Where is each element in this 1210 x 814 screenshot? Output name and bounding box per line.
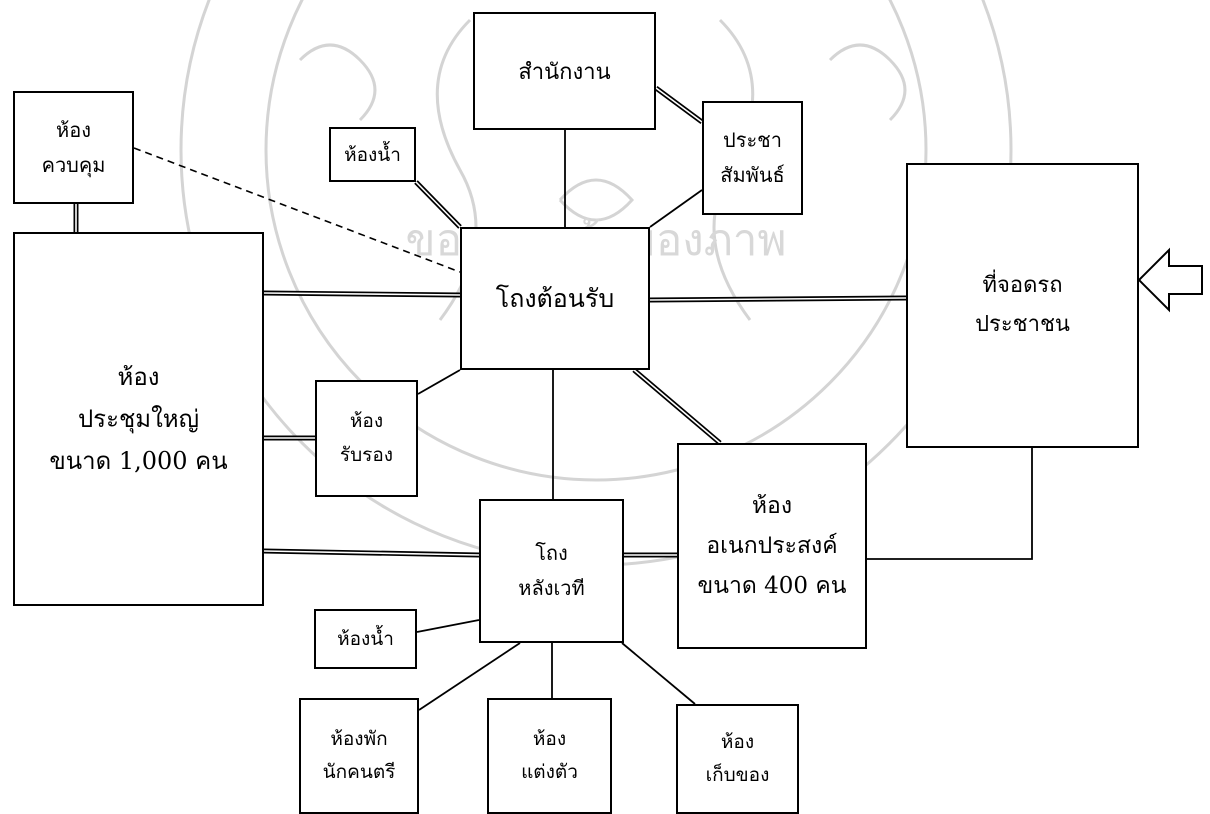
storage-room-box: ห้องเก็บของ bbox=[676, 704, 799, 814]
node-label-line: รับรอง bbox=[339, 443, 394, 466]
link-pr-lobby-line bbox=[649, 189, 703, 228]
node-label-line: นักคนตรี bbox=[322, 761, 396, 783]
lobby-box: โถงต้อนรับ bbox=[460, 227, 650, 370]
link-lobby-reception-line bbox=[417, 369, 461, 395]
node-label-line: ห้องน้ำ bbox=[344, 143, 401, 166]
link-office-pr-double-line-gap bbox=[655, 87, 703, 123]
node-label-line: ห้อง bbox=[751, 492, 793, 519]
link-restroom-lobby-double-line-gap bbox=[415, 181, 461, 228]
node-label-line: แต่งตัว bbox=[521, 761, 578, 783]
node-label-line: ที่จอดรถ bbox=[982, 273, 1063, 298]
node-label-line: ห้อง bbox=[720, 730, 755, 753]
link-lobby-parking-double-line-gap bbox=[649, 297, 907, 301]
link-backstage-storage-line bbox=[621, 642, 696, 705]
node-label-line: ประชา bbox=[723, 128, 782, 152]
node-label-line: ห้อง bbox=[349, 410, 384, 433]
node-label-line: ควบคุม bbox=[41, 152, 106, 177]
public-relations-box: ประชาสัมพันธ์ bbox=[702, 101, 803, 215]
node-label-line: ห้อง bbox=[56, 117, 91, 142]
node-label-line: ขนาด 1,000 คน bbox=[49, 447, 228, 475]
reception-room-box: ห้องรับรอง bbox=[315, 380, 418, 497]
node-label-line: โถง bbox=[535, 541, 568, 565]
node-label-line: ห้อง bbox=[532, 727, 567, 750]
backstage-box: โถงหลังเวที bbox=[479, 499, 624, 643]
dressing-room-box: ห้องแต่งตัว bbox=[487, 698, 612, 814]
musicians-lounge-box: ห้องพักนักคนตรี bbox=[299, 698, 419, 814]
main-hall-box: ห้องประชุมใหญ่ขนาด 1,000 คน bbox=[13, 232, 264, 606]
link-lobby-multipurpose-double-line-gap bbox=[633, 369, 721, 444]
multipurpose-room-box: ห้องอเนกประสงค์ขนาด 400 คน bbox=[677, 443, 867, 649]
node-label-line: สำนักงาน bbox=[518, 59, 611, 85]
node-label-line: โถงต้อนรับ bbox=[495, 283, 615, 313]
node-label-line: ประชุมใหญ่ bbox=[77, 405, 200, 433]
link-backstage-musicians-line bbox=[418, 642, 521, 711]
link-mainhall-backstage-double-line-gap bbox=[263, 550, 480, 556]
node-label-line: หลังเวที bbox=[518, 576, 585, 600]
node-label-line: อเนกประสงค์ bbox=[706, 532, 838, 559]
node-label-line: สัมพันธ์ bbox=[720, 163, 785, 187]
node-label-line: ประชาชน bbox=[975, 311, 1070, 337]
restroom-bottom-box: ห้องน้ำ bbox=[314, 609, 417, 669]
link-mainhall-lobby-double-line-gap bbox=[263, 292, 461, 296]
link-control-lobby-dashed-line bbox=[133, 147, 461, 273]
entrance-arrow-icon bbox=[1137, 247, 1203, 313]
parking-box: ที่จอดรถประชาชน bbox=[906, 163, 1139, 448]
link-backstage-restroom-line bbox=[416, 619, 480, 633]
node-label-line: ห้องพัก bbox=[330, 727, 388, 750]
office-box: สำนักงาน bbox=[473, 12, 656, 130]
control-room-box: ห้องควบคุม bbox=[13, 91, 134, 204]
node-label-line: ขนาด 400 คน bbox=[697, 573, 847, 600]
restroom-top-box: ห้องน้ำ bbox=[329, 127, 416, 182]
node-label-line: เก็บของ bbox=[705, 764, 770, 786]
link-multipurpose-parking-line bbox=[867, 448, 1033, 560]
node-label-line: ห้อง bbox=[117, 363, 160, 391]
node-label-line: ห้องน้ำ bbox=[337, 628, 394, 650]
